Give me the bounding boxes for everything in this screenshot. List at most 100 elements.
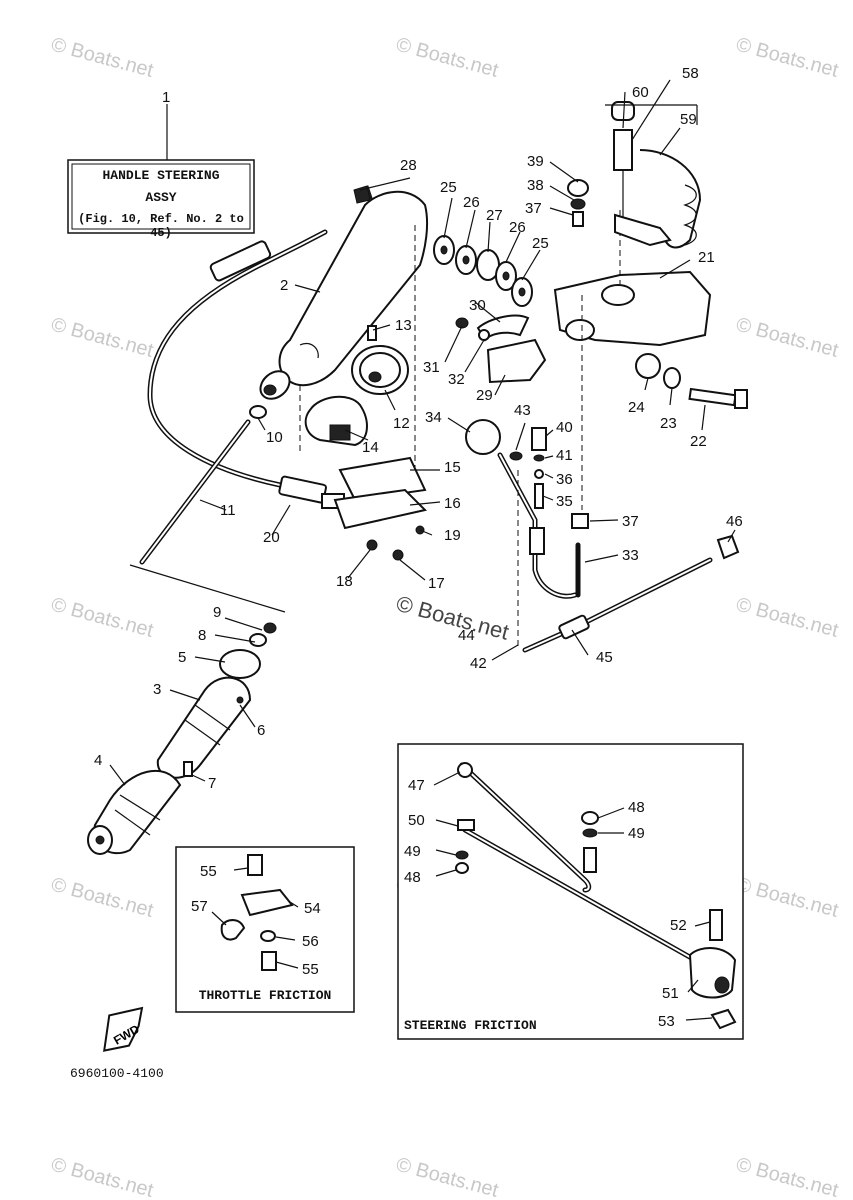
callout-55: 55	[302, 961, 319, 978]
callout-52: 52	[670, 917, 687, 934]
callout-36: 36	[556, 471, 573, 488]
assembly-title-line2: ASSY	[145, 190, 177, 205]
callout-27: 27	[486, 207, 503, 224]
callout-32: 32	[448, 371, 465, 388]
callout-6: 6	[257, 722, 265, 739]
plate-assembly	[333, 456, 427, 561]
assembly-box	[67, 104, 255, 234]
callout-5: 5	[178, 649, 186, 666]
callout-55: 55	[200, 863, 217, 880]
callout-56: 56	[302, 933, 319, 950]
callout-57: 57	[191, 898, 208, 915]
throttle-rod	[129, 419, 286, 613]
callout-39: 39	[527, 153, 544, 170]
washer-23	[663, 367, 681, 389]
callout-1: 1	[162, 89, 170, 106]
watermark: © Boats.net	[394, 1154, 501, 1200]
callout-47: 47	[408, 777, 425, 794]
callout-7: 7	[208, 775, 216, 792]
callout-40: 40	[556, 419, 573, 436]
callout-58: 58	[682, 65, 699, 82]
callout-22: 22	[690, 433, 707, 450]
bracket-29	[353, 185, 547, 384]
callout-18: 18	[336, 573, 353, 590]
part-10	[249, 405, 267, 419]
callout-48: 48	[628, 799, 645, 816]
watermark: © Boats.net	[734, 314, 841, 362]
callout-3: 3	[153, 681, 161, 698]
callout-42: 42	[470, 655, 487, 672]
assembly-title-line1: HANDLE STEERING	[102, 168, 220, 183]
steering-friction-title: STEERING FRICTION	[404, 1018, 537, 1033]
callout-labels: 1 2 3 4 5 6 7 8 9 10 11 12 13 14 15 16 1…	[94, 65, 743, 1030]
callout-29: 29	[476, 387, 493, 404]
callout-46: 46	[726, 513, 743, 530]
callout-23: 23	[660, 415, 677, 432]
knob-lever	[465, 419, 581, 599]
callout-9: 9	[213, 604, 221, 621]
callout-33: 33	[622, 547, 639, 564]
callout-8: 8	[198, 627, 206, 644]
watermark: © Boats.net	[734, 34, 841, 82]
callout-44: 44	[458, 627, 475, 644]
callout-2: 2	[280, 277, 288, 294]
watermark: © Boats.net	[49, 1154, 156, 1200]
callout-26: 26	[509, 219, 526, 236]
callout-49: 49	[628, 825, 645, 842]
callout-37: 37	[622, 513, 639, 530]
callout-31: 31	[423, 359, 440, 376]
small-parts-stack	[509, 427, 589, 529]
callout-41: 41	[556, 447, 573, 464]
watermark: © Boats.net	[49, 314, 156, 362]
callout-12: 12	[393, 415, 410, 432]
bolt-22	[688, 387, 748, 409]
callout-30: 30	[469, 297, 486, 314]
callout-25: 25	[440, 179, 457, 196]
callout-43: 43	[514, 402, 531, 419]
watermark: © Boats.net	[734, 874, 841, 922]
callout-10: 10	[266, 429, 283, 446]
callout-37: 37	[525, 200, 542, 217]
watermark: © Boats.net	[734, 594, 841, 642]
callout-13: 13	[395, 317, 412, 334]
leader-lines	[109, 79, 736, 1021]
callout-25: 25	[532, 235, 549, 252]
watermark-center: © Boats.net	[394, 591, 512, 645]
callout-60: 60	[632, 84, 649, 101]
callout-34: 34	[425, 409, 442, 426]
switch-assembly	[567, 101, 702, 249]
steering-friction-inset	[397, 743, 744, 1040]
callout-38: 38	[527, 177, 544, 194]
callout-24: 24	[628, 399, 645, 416]
callout-19: 19	[444, 527, 461, 544]
callout-45: 45	[596, 649, 613, 666]
callout-59: 59	[680, 111, 697, 128]
callout-11: 11	[220, 502, 236, 519]
watermark: © Boats.net	[49, 594, 156, 642]
callout-26: 26	[463, 194, 480, 211]
callout-4: 4	[94, 752, 102, 769]
steering-bracket	[553, 210, 712, 510]
callout-16: 16	[444, 495, 461, 512]
watermark: © Boats.net	[49, 874, 156, 922]
callout-48: 48	[404, 869, 421, 886]
friction-cable	[517, 470, 740, 653]
callout-49: 49	[404, 843, 421, 860]
callout-17: 17	[428, 575, 445, 592]
watermark: © Boats.net	[49, 34, 156, 82]
watermark: © Boats.net	[734, 1154, 841, 1200]
figure-code: 6960100-4100	[70, 1066, 164, 1081]
callout-54: 54	[304, 900, 321, 917]
callout-21: 21	[698, 249, 715, 266]
callout-14: 14	[362, 439, 379, 456]
washer-stack	[433, 235, 533, 307]
twist-grip	[87, 622, 277, 855]
callout-35: 35	[556, 493, 573, 510]
callout-15: 15	[444, 459, 461, 476]
callout-20: 20	[263, 529, 280, 546]
callout-51: 51	[662, 985, 679, 1002]
throttle-friction-title: THROTTLE FRICTION	[198, 988, 332, 1003]
assembly-title-line3: (Fig. 10, Ref. No. 2 to 45)	[78, 212, 244, 240]
callout-28: 28	[400, 157, 417, 174]
